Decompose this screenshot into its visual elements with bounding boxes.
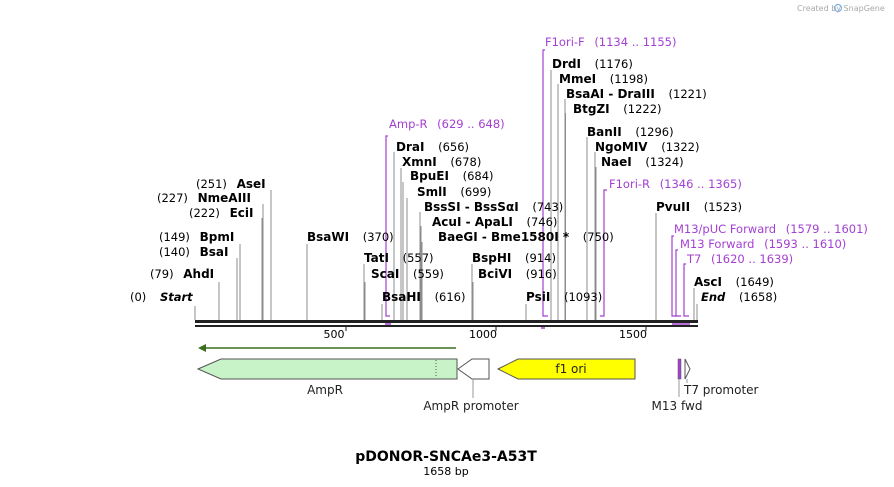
ruler-ticks [345,327,647,331]
enzyme-acui-label[interactable]: AcuI - ApaLI (746) [432,215,557,229]
enzyme-nmeaiii-label[interactable]: (227) NmeAIII [157,191,251,205]
enzyme-mmei-label[interactable]: MmeI (1198) [559,72,648,86]
enzyme-labels: (0) Start (79) AhdI (140) BsaI (149) Bpm… [130,57,777,304]
enzyme-bcivi-label[interactable]: BciVI (916) [478,267,557,281]
enzyme-start-label[interactable]: (0) Start [130,290,193,304]
enzyme-scai-label[interactable]: ScaI (559) [371,267,444,281]
ampr-feature[interactable] [196,358,458,380]
ruler-label-1000: 1000 [469,328,497,341]
primer-labels: Amp-R (629 .. 648) F1ori-F (1134 .. 1155… [389,35,868,266]
plasmid-title: pDONOR-SNCAe3-A53T [355,449,537,465]
enzyme-ahdi-label[interactable]: (79) AhdI [150,267,214,281]
enzyme-end-label[interactable]: End (1658) [701,290,777,304]
primer-amp-r-label[interactable]: Amp-R (629 .. 648) [389,117,505,131]
enzyme-xmni-label[interactable]: XmnI (678) [402,155,481,169]
ampr-label: AmpR [307,383,343,397]
primer-m13puc-forward-label[interactable]: M13/pUC Forward (1579 .. 1601) [674,222,868,236]
sequence-backbone [195,320,698,327]
enzyme-tati-label[interactable]: TatI (557) [364,251,434,265]
enzyme-banii-label[interactable]: BanII (1296) [587,125,674,139]
m13-fwd-feature[interactable] [677,358,682,397]
primer-t7-label[interactable]: T7 (1620 .. 1639) [686,252,793,266]
primer-tick-lines [385,49,689,317]
t7-promoter-feature[interactable] [684,358,691,383]
enzyme-ecii-label[interactable]: (222) EciI [189,206,253,220]
enzyme-asei-label[interactable]: (251) AseI [196,177,266,191]
enzyme-drdi-label[interactable]: DrdI (1176) [552,57,633,71]
enzyme-bsaai-label[interactable]: BsaAI - DraIII (1221) [566,87,707,101]
ampr-promoter-feature[interactable] [457,358,490,398]
ruler-label-1500: 1500 [619,328,647,341]
plasmid-length: 1658 bp [423,465,468,478]
enzyme-asci-label[interactable]: AscI (1649) [694,275,774,289]
snapgene-logo-icon [833,3,843,13]
enzyme-bsphi-label[interactable]: BspHI (914) [472,251,556,265]
f1-ori-feature[interactable] [496,358,636,380]
primer-f1ori-f-label[interactable]: F1ori-F (1134 .. 1155) [545,35,676,49]
enzyme-bsai-label[interactable]: (140) BsaI [159,245,228,259]
m13-fwd-label: M13 fwd [652,399,703,413]
enzyme-smli-label[interactable]: SmlI (699) [417,185,491,199]
enzyme-baegi-label[interactable]: BaeGI - Bme1580I * (750) [438,230,614,244]
enzyme-naei-label[interactable]: NaeI (1324) [601,155,684,169]
t7-promoter-label: T7 promoter [683,383,759,397]
enzyme-pvuii-label[interactable]: PvuII (1523) [656,200,742,214]
enzyme-psii-label[interactable]: PsiI (1093) [526,290,602,304]
f1-ori-label: f1 ori [555,362,586,376]
enzyme-btgzi-label[interactable]: BtgZI (1222) [573,102,662,116]
enzyme-bsahi-label[interactable]: BsaHI (616) [382,290,466,304]
ampr-promoter-label: AmpR promoter [423,399,518,413]
enzyme-ngomiv-label[interactable]: NgoMIV (1322) [595,140,699,154]
orf-arrow [198,344,456,352]
enzyme-drai-label[interactable]: DraI (656) [396,140,469,154]
enzyme-bsawi-label[interactable]: BsaWI (370) [307,230,394,244]
enzyme-tick-lines [194,70,698,320]
enzyme-bpuei-label[interactable]: BpuEI (684) [410,169,494,183]
ruler-label-500: 500 [324,328,345,341]
primer-m13-forward-label[interactable]: M13 Forward (1593 .. 1610) [680,237,846,251]
enzyme-bsssi-label[interactable]: BssSI - BssSαI (743) [424,200,563,214]
primer-f1ori-r-label[interactable]: F1ori-R (1346 .. 1365) [609,177,742,191]
enzyme-bpmi-label[interactable]: (149) BpmI [159,230,234,244]
primer-bind-markers [385,323,690,329]
